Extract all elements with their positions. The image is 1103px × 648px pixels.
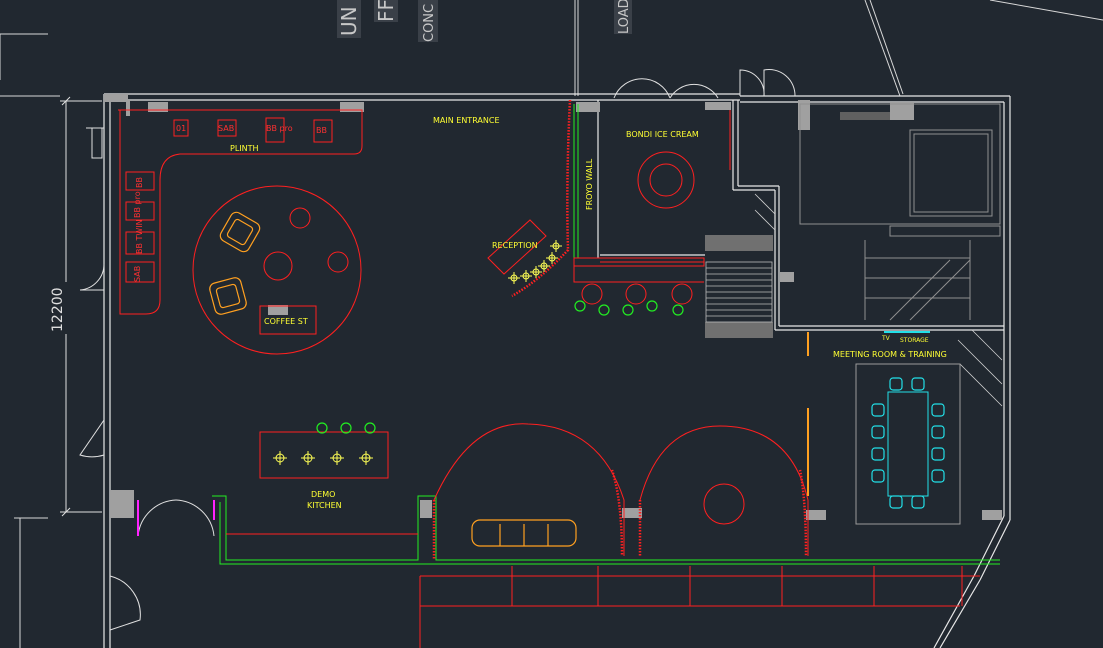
label-coffee-st: COFFEE ST — [264, 317, 308, 326]
plinth-item-labels: 01 SAB BB pro BB BB BB pro BB TWIN SAB — [133, 124, 327, 282]
label-storage: STORAGE — [900, 337, 929, 344]
label-meeting-room: MEETING ROOM & TRAINING — [833, 350, 947, 359]
sofa[interactable] — [471, 519, 577, 547]
top-label-4: LOAD — [617, 0, 632, 34]
plinth-item-1: 01 — [176, 124, 186, 133]
staircase — [705, 261, 773, 323]
top-labels: UN FF CONC LOAD — [337, 0, 632, 42]
bar-stools — [581, 283, 693, 305]
side-item-4: SAB — [133, 266, 142, 282]
plinth-item-boxes — [125, 117, 333, 283]
wall-pillars — [104, 94, 1002, 520]
dimension-12200: 12200 — [44, 96, 102, 517]
stools — [273, 240, 562, 465]
doors — [79, 69, 796, 631]
hatch-right — [754, 193, 1003, 407]
side-item-3: BB TWIN — [135, 219, 144, 254]
top-label-3: CONC — [422, 4, 437, 42]
meeting-chairs — [871, 377, 945, 509]
top-label-2: FF — [374, 0, 398, 22]
plinth-item-3: BB pro — [266, 124, 293, 133]
top-label-1: UN — [337, 6, 361, 36]
outer-walls — [103, 93, 1011, 648]
furniture-red — [118, 109, 980, 648]
green-partitions — [212, 104, 1000, 565]
label-bondi: BONDI ICE CREAM — [626, 130, 699, 139]
side-item-1: BB — [135, 177, 144, 188]
room-labels: MAIN ENTRANCE BONDI ICE CREAM FROYO WALL… — [230, 116, 947, 510]
lift-stair-area — [799, 103, 1001, 321]
side-item-2: BB pro — [133, 191, 142, 218]
label-plinth: PLINTH — [230, 144, 259, 153]
label-demo: DEMO — [311, 490, 335, 499]
plinth-item-4: BB — [316, 126, 327, 135]
armchair-2[interactable] — [208, 276, 247, 315]
plants — [316, 300, 684, 434]
red-fabric-edges — [432, 99, 808, 560]
armchair-1[interactable] — [218, 210, 262, 254]
label-reception: RECEPTION — [492, 241, 538, 250]
label-main-entrance: MAIN ENTRANCE — [433, 116, 500, 125]
lounge-seating — [208, 210, 809, 547]
label-tv: TV — [881, 335, 891, 342]
label-froyo-wall: FROYO WALL — [585, 158, 594, 210]
dimension-label: 12200 — [50, 287, 66, 332]
label-kitchen: KITCHEN — [307, 501, 342, 510]
meeting-room — [855, 331, 961, 525]
plinth-item-2: SAB — [218, 124, 234, 133]
